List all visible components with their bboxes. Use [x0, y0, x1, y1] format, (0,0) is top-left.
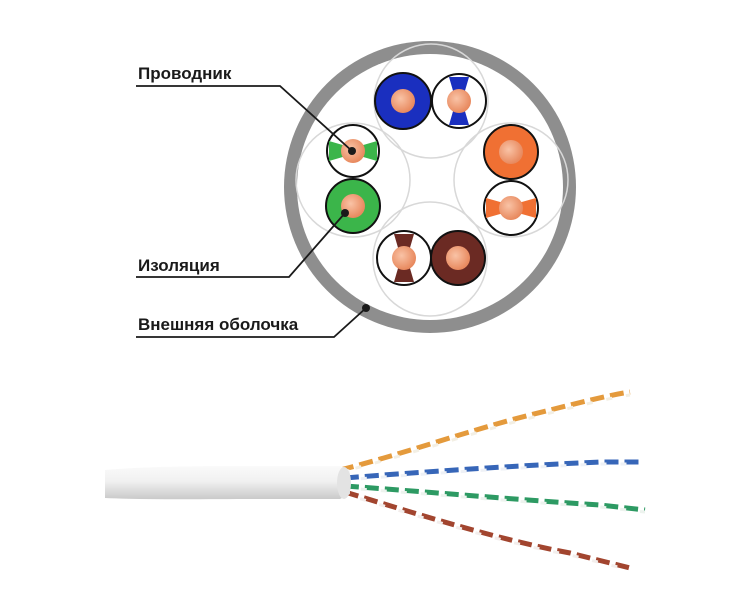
label-conductor-group: Проводник: [136, 64, 356, 155]
wire-blue-striped: [431, 73, 487, 129]
wire-blue-solid: [374, 72, 432, 130]
wire-brown-solid: [430, 230, 486, 286]
cable-jacket: [105, 466, 350, 500]
wire-orange-striped: [483, 180, 539, 236]
label-insulation-group: Изоляция: [136, 209, 349, 278]
twisted-pair-orange: [339, 389, 631, 474]
leader-dot-conductor: [348, 147, 356, 155]
pair-envelope-orange: [453, 122, 569, 238]
wire-brown-striped: [376, 230, 432, 286]
wire-orange-solid: [483, 124, 539, 180]
label-insulation: Изоляция: [138, 256, 220, 275]
leader-dot-outer-jacket: [362, 304, 370, 312]
leader-line-conductor: [136, 85, 353, 152]
label-outer-jacket-group: Внешняя оболочка: [136, 304, 370, 338]
pair-envelope-green: [295, 122, 411, 238]
label-conductor: Проводник: [138, 64, 232, 83]
leader-line-insulation: [136, 212, 346, 278]
leader-line-outer-jacket: [136, 307, 367, 338]
pair-envelope-brown: [372, 201, 488, 317]
cable-core-area: [297, 54, 563, 320]
cable-jacket-end: [337, 467, 351, 499]
cable-cross-section: [284, 41, 576, 333]
label-outer-jacket: Внешняя оболочка: [138, 315, 299, 334]
leader-dot-insulation: [341, 209, 349, 217]
twisted-pair-green: [344, 483, 646, 514]
cable-side-view: [105, 389, 646, 572]
twisted-pair-blue: [344, 459, 640, 482]
twisted-pair-brown: [344, 489, 631, 572]
